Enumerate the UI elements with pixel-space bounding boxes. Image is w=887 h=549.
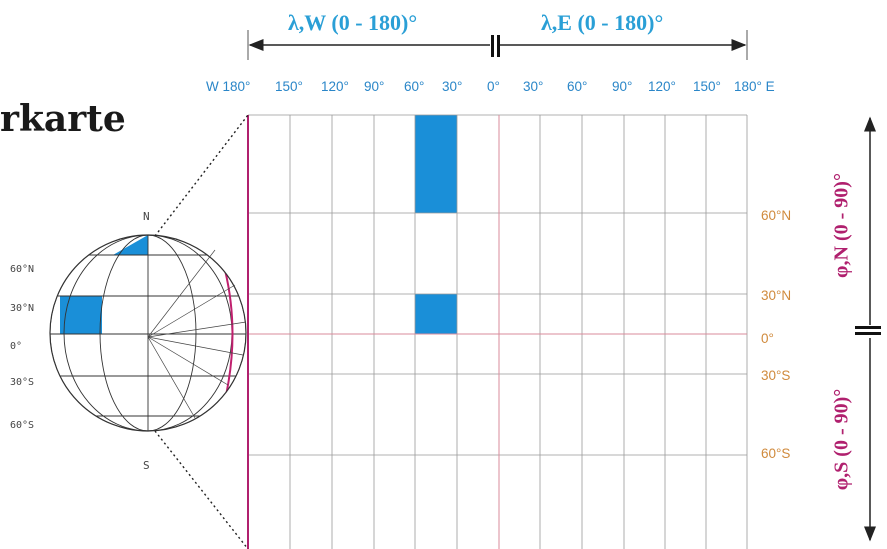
lon-label-w90: 90°	[364, 79, 385, 94]
lon-label-e30: 30°	[523, 79, 544, 94]
lat-label-0: 0°	[761, 331, 774, 346]
lon-label-w150: 150°	[275, 79, 303, 94]
globe-south-label: S	[143, 459, 150, 472]
latitude-range-arrow	[855, 116, 881, 542]
highlighted-cells	[415, 115, 457, 334]
lon-label-e150: 150°	[693, 79, 721, 94]
lon-label-w30: 30°	[442, 79, 463, 94]
lon-label-w60: 60°	[404, 79, 425, 94]
globe-lat-0: 0°	[10, 341, 23, 352]
lat-label-30s: 30°S	[761, 368, 791, 383]
grid-map	[248, 114, 748, 549]
lat-label-60s: 60°S	[761, 446, 791, 461]
longitude-range-arrow	[247, 30, 748, 60]
globe-lat-60s: 60°S	[10, 420, 35, 431]
lon-label-e90: 90°	[612, 79, 633, 94]
west-longitude-header: λ,W (0 - 180)°	[288, 10, 418, 35]
lat-label-60n: 60°N	[761, 208, 792, 223]
lon-label-e60: 60°	[567, 79, 588, 94]
globe-north-label: N	[143, 210, 150, 223]
globe-lat-60n: 60°N	[10, 264, 35, 275]
globe-highlight-30n	[60, 296, 102, 334]
highlight-cell-30n	[415, 294, 457, 334]
projection-lines	[154, 114, 249, 549]
lon-label-e120: 120°	[648, 79, 676, 94]
lat-label-30n: 30°N	[761, 288, 792, 303]
globe	[49, 234, 247, 432]
lon-label-w180: W 180°	[206, 79, 251, 94]
globe-lat-30n: 30°N	[10, 303, 35, 314]
map-title: rkarte	[0, 98, 126, 140]
lon-label-0: 0°	[487, 79, 500, 94]
globe-highlight-north	[113, 235, 148, 255]
lon-label-e180: 180° E	[734, 79, 775, 94]
globe-lat-30s: 30°S	[10, 377, 35, 388]
east-longitude-header: λ,E (0 - 180)°	[541, 10, 664, 35]
lon-label-w120: 120°	[321, 79, 349, 94]
highlight-cell-north	[415, 115, 457, 213]
